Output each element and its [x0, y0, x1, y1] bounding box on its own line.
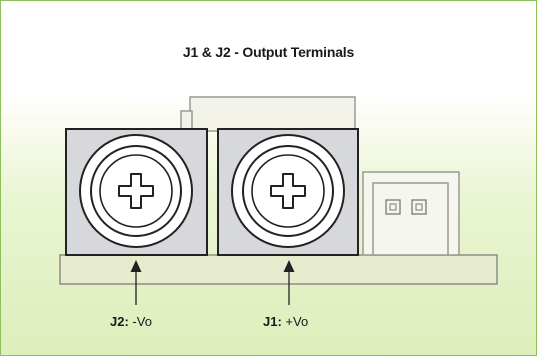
- two-pin-connector: [362, 171, 460, 256]
- j1-label-text: +Vo: [285, 314, 309, 329]
- j2-arrow: [130, 260, 142, 305]
- rear-connector-housing: [180, 96, 356, 132]
- j2-label-prefix: J2:: [110, 314, 129, 329]
- j1-label: J1: +Vo: [263, 314, 308, 329]
- pcb-base: [59, 254, 498, 285]
- j2-label: J2: -Vo: [110, 314, 152, 329]
- j1-terminal: [217, 128, 359, 256]
- j2-terminal: [65, 128, 208, 256]
- j1-arrow: [283, 260, 295, 305]
- j2-label-text: -Vo: [132, 314, 152, 329]
- diagram-title: J1 & J2 - Output Terminals: [182, 44, 355, 60]
- j1-label-prefix: J1:: [263, 314, 282, 329]
- screw-cross-icon: [118, 173, 154, 209]
- screw-cross-icon: [270, 173, 306, 209]
